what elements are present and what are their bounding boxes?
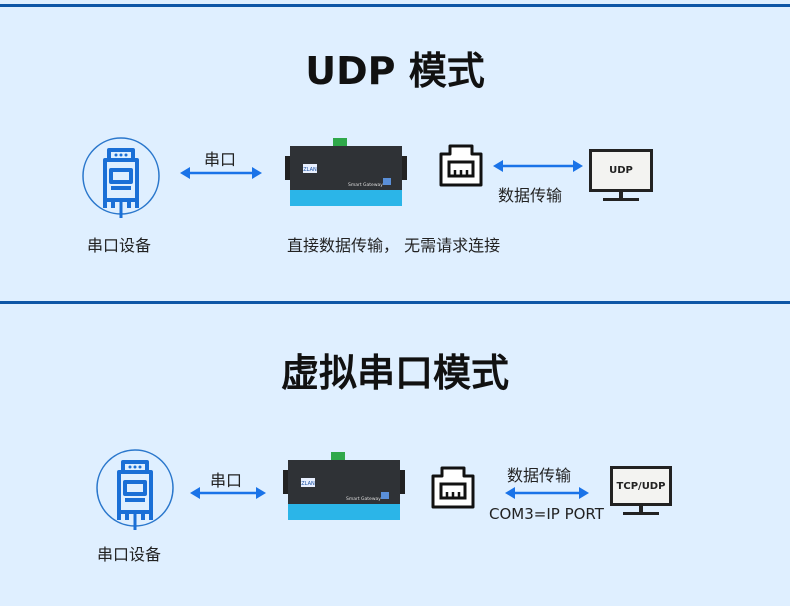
serial-link-arrow bbox=[190, 487, 266, 499]
pc-screen-text: UDP bbox=[609, 165, 633, 176]
pc-monitor-stand-icon bbox=[623, 505, 659, 515]
section-title-virtual-serial: 虚拟串口模式 bbox=[280, 351, 509, 395]
gateway-device: ZLAN Smart Gateway bbox=[285, 138, 407, 206]
ethernet-port-icon bbox=[431, 466, 475, 509]
network-link-label: 数据传输 bbox=[498, 186, 563, 205]
pc-monitor-screen: TCP/UDP bbox=[610, 466, 672, 506]
gateway-caption: 直接数据传输， 无需请求连接 bbox=[287, 236, 501, 255]
pc-monitor-screen: UDP bbox=[589, 149, 653, 192]
ethernet-port-icon bbox=[439, 144, 483, 187]
section-title-udp: UDP 模式 bbox=[305, 49, 485, 93]
serial-link-label: 串口 bbox=[210, 471, 243, 490]
network-link-label: 数据传输 bbox=[507, 466, 572, 485]
serial-device-label: 串口设备 bbox=[97, 545, 162, 564]
network-link-arrow bbox=[493, 160, 583, 172]
svg-text:Smart Gateway: Smart Gateway bbox=[348, 182, 383, 188]
top-divider bbox=[0, 4, 790, 7]
middle-divider bbox=[0, 301, 790, 304]
serial-link-arrow bbox=[180, 167, 262, 179]
svg-text:ZLAN: ZLAN bbox=[303, 167, 317, 173]
svg-text:Smart Gateway: Smart Gateway bbox=[346, 496, 381, 502]
serial-device-label: 串口设备 bbox=[87, 236, 152, 255]
serial-device-icon bbox=[82, 137, 160, 218]
serial-device-icon bbox=[96, 449, 174, 530]
serial-link-label: 串口 bbox=[204, 150, 237, 169]
network-link-sublabel: COM3=IP PORT bbox=[489, 505, 604, 523]
svg-text:ZLAN: ZLAN bbox=[301, 481, 315, 487]
network-link-arrow bbox=[505, 487, 589, 499]
pc-screen-text: TCP/UDP bbox=[616, 480, 666, 492]
gateway-device: ZLAN Smart Gateway bbox=[283, 452, 405, 520]
pc-monitor-stand-icon bbox=[603, 191, 639, 201]
